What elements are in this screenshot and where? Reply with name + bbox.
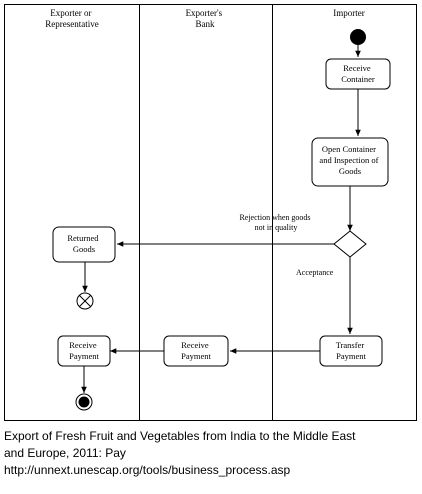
node-exporter-receive-payment <box>57 335 111 367</box>
node-open-container-label: Open Container and Inspection of Goods <box>319 144 380 176</box>
node-label-line: Goods <box>339 166 361 176</box>
start-node <box>350 29 366 45</box>
activity-final-node <box>75 393 93 411</box>
figure-caption: Export of Fresh Fruit and Vegetables fro… <box>4 428 418 479</box>
decision-node <box>333 230 367 258</box>
caption-line-1: Export of Fresh Fruit and Vegetables fro… <box>4 429 356 443</box>
lane-title-line: Bank <box>196 19 215 29</box>
node-label-line: Payment <box>336 351 366 361</box>
node-label-line: Open Container <box>322 144 376 154</box>
node-label-line: Returned <box>67 233 99 243</box>
node-bank-receive-payment <box>163 335 229 367</box>
edge-label-rejection: Rejection when goods not in quality <box>239 213 312 232</box>
node-exporter-receive-payment-label: Receive Payment <box>69 340 99 361</box>
lane-title-line: Representative <box>45 19 98 29</box>
node-label-line: Receive <box>181 340 209 350</box>
node-receive-container-label: Receive Container <box>341 63 375 84</box>
lane-title-line: Exporter or <box>50 8 91 18</box>
caption-line-2: and Europe, 2011: Pay <box>4 446 126 460</box>
edge-label-line: Acceptance <box>296 268 334 277</box>
lane-title-bank: Exporter's Bank <box>186 8 225 29</box>
node-transfer-payment-label: Transfer Payment <box>336 340 367 361</box>
node-receive-container <box>325 58 391 90</box>
node-returned-goods <box>52 226 116 263</box>
node-label-line: Goods <box>73 244 95 254</box>
node-transfer-payment <box>319 335 383 367</box>
edge-label-acceptance: Acceptance <box>296 268 334 277</box>
node-open-container <box>311 137 389 187</box>
node-label-line: Transfer <box>336 340 365 350</box>
node-label-line: Payment <box>69 351 99 361</box>
edge-label-line: not in quality <box>255 223 298 232</box>
lane-title-line: Exporter's <box>186 8 223 18</box>
node-label-line: Receive <box>69 340 97 350</box>
flow-final-node <box>76 292 94 310</box>
edge-label-line: Rejection when goods <box>239 213 310 222</box>
node-label-line: Container <box>341 74 375 84</box>
node-label-line: Receive <box>343 63 371 73</box>
activity-diagram: Exporter or Representative Exporter's Ba… <box>4 4 417 421</box>
node-label-line: and Inspection of <box>319 155 378 165</box>
lane-title-exporter: Exporter or Representative <box>45 8 98 29</box>
lane-title-importer: Importer <box>333 8 365 18</box>
lane-title-line: Importer <box>333 8 365 18</box>
caption-source-url: http://unnext.unescap.org/tools/business… <box>4 463 291 477</box>
node-returned-goods-label: Returned Goods <box>67 233 100 254</box>
node-label-line: Payment <box>181 351 211 361</box>
node-bank-receive-payment-label: Receive Payment <box>181 340 211 361</box>
